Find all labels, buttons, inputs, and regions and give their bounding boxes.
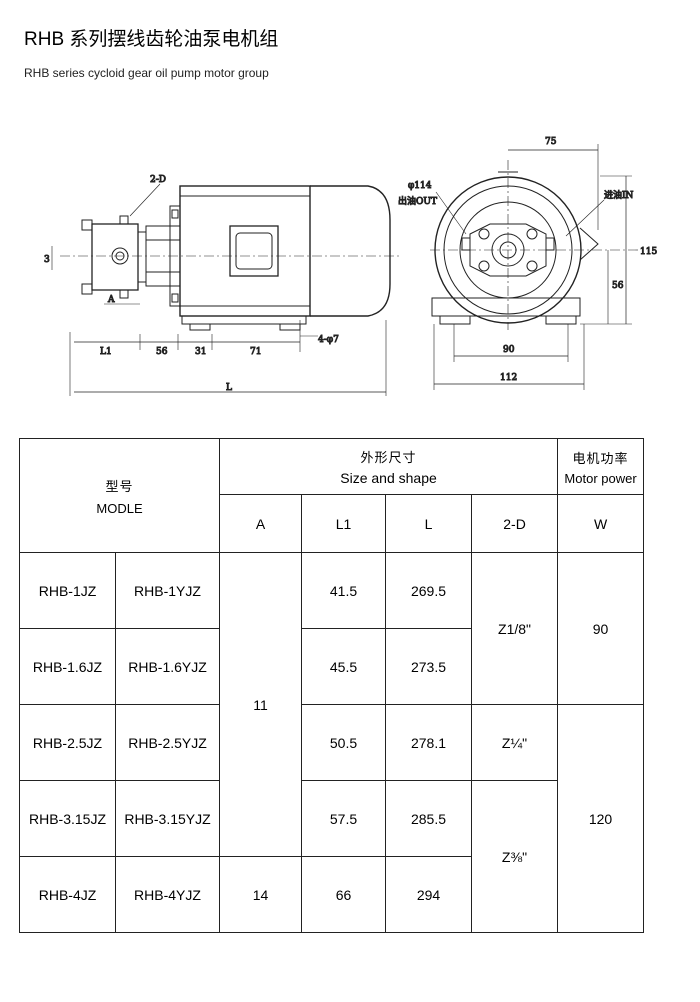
motor-fan-cover bbox=[310, 185, 391, 317]
page-subtitle: RHB series cycloid gear oil pump motor g… bbox=[24, 66, 269, 80]
label-4-phi7: 4-φ7 bbox=[318, 335, 339, 345]
power-header: 电机功率 Motor power bbox=[557, 438, 645, 495]
power-header-cn: 电机功率 bbox=[572, 450, 629, 466]
d-cell: Z⅜" bbox=[471, 780, 559, 933]
l-cell: 294 bbox=[385, 856, 473, 933]
l1-cell: 50.5 bbox=[301, 704, 387, 781]
l-cell: 273.5 bbox=[385, 628, 473, 705]
model-header-en: MODLE bbox=[96, 500, 143, 516]
side-view bbox=[51, 183, 400, 396]
model-cell: RHB-2.5YJZ bbox=[114, 704, 221, 781]
model-cell: RHB-4YJZ bbox=[114, 856, 221, 933]
size-header-en: Size and shape bbox=[340, 470, 437, 486]
table-row: RHB-1.6JZ RHB-1.6YJZ 45.5 273.5 bbox=[19, 628, 644, 705]
label-90: 90 bbox=[503, 345, 515, 355]
label-115: 115 bbox=[640, 247, 657, 257]
label-inlet: 进油IN bbox=[604, 189, 634, 201]
model-cell: RHB-1.6JZ bbox=[19, 628, 116, 705]
l1-cell: 57.5 bbox=[301, 780, 387, 857]
l1-cell: 66 bbox=[301, 856, 387, 933]
model-cell: RHB-3.15YJZ bbox=[114, 780, 221, 857]
size-header: 外形尺寸 Size and shape bbox=[219, 438, 559, 495]
technical-drawing: 2-D A 3 L1 56 31 71 4-φ7 L bbox=[44, 137, 658, 396]
l-cell: 278.1 bbox=[385, 704, 473, 781]
l1-cell: 41.5 bbox=[301, 552, 387, 629]
l-cell: 269.5 bbox=[385, 552, 473, 629]
col-header-l1: L1 bbox=[301, 494, 387, 553]
model-cell: RHB-4JZ bbox=[19, 856, 116, 933]
label-56-right: 56 bbox=[612, 281, 624, 291]
d-cell: Z¼" bbox=[471, 704, 559, 781]
a-cell: 14 bbox=[219, 856, 303, 933]
label-a: A bbox=[107, 295, 115, 305]
label-75: 75 bbox=[545, 137, 557, 147]
table-row: RHB-2.5JZ RHB-2.5YJZ 50.5 278.1 Z¼" 120 bbox=[19, 704, 645, 933]
table-row: RHB-1JZ RHB-1YJZ 11 41.5 269.5 Z1/8" 90 bbox=[19, 552, 645, 857]
model-cell: RHB-1JZ bbox=[19, 552, 116, 629]
model-cell: RHB-1YJZ bbox=[114, 552, 221, 629]
col-header-a: A bbox=[219, 494, 303, 553]
spec-table: 型号 MODLE 外形尺寸 Size and shape 电机功率 Motor … bbox=[18, 438, 645, 933]
model-header: 型号 MODLE bbox=[18, 438, 221, 553]
power-header-en: Motor power bbox=[564, 470, 637, 486]
label-112: 112 bbox=[500, 373, 517, 383]
w-cell: 120 bbox=[557, 704, 645, 933]
l-cell: 285.5 bbox=[385, 780, 473, 857]
table-row: RHB-4JZ RHB-4YJZ 14 66 294 bbox=[19, 856, 644, 933]
label-71: 71 bbox=[250, 347, 261, 357]
l1-cell: 45.5 bbox=[301, 628, 387, 705]
label-outlet: 出油OUT bbox=[398, 195, 437, 207]
label-3: 3 bbox=[44, 255, 50, 265]
model-header-cn: 型号 bbox=[105, 478, 134, 494]
motor-body bbox=[179, 185, 311, 317]
model-cell: RHB-2.5JZ bbox=[19, 704, 116, 781]
col-header-w: W bbox=[557, 494, 645, 553]
col-header-2-d: 2-D bbox=[471, 494, 559, 553]
label-2-d: 2-D bbox=[150, 175, 166, 185]
d-cell: Z1/8" bbox=[471, 552, 559, 705]
size-header-cn: 外形尺寸 bbox=[360, 450, 417, 465]
w-cell: 90 bbox=[557, 552, 645, 705]
model-cell: RHB-1.6YJZ bbox=[114, 628, 221, 705]
pump-body-front bbox=[469, 223, 547, 277]
label-56: 56 bbox=[156, 347, 168, 357]
label-31: 31 bbox=[195, 347, 206, 357]
page-title: RHB 系列摆线齿轮油泵电机组 bbox=[24, 29, 279, 50]
col-header-l: L bbox=[385, 494, 473, 553]
label-phi114: φ114 bbox=[408, 181, 432, 191]
table-row: RHB-3.15JZ RHB-3.15YJZ 57.5 285.5 Z⅜" bbox=[19, 780, 644, 933]
gear-pump bbox=[91, 223, 139, 291]
label-l1: L1 bbox=[100, 347, 112, 357]
model-cell: RHB-3.15JZ bbox=[19, 780, 116, 857]
terminal-box bbox=[229, 225, 279, 277]
label-l: L bbox=[226, 383, 232, 393]
a-cell: 11 bbox=[219, 552, 303, 857]
front-view bbox=[430, 144, 640, 390]
